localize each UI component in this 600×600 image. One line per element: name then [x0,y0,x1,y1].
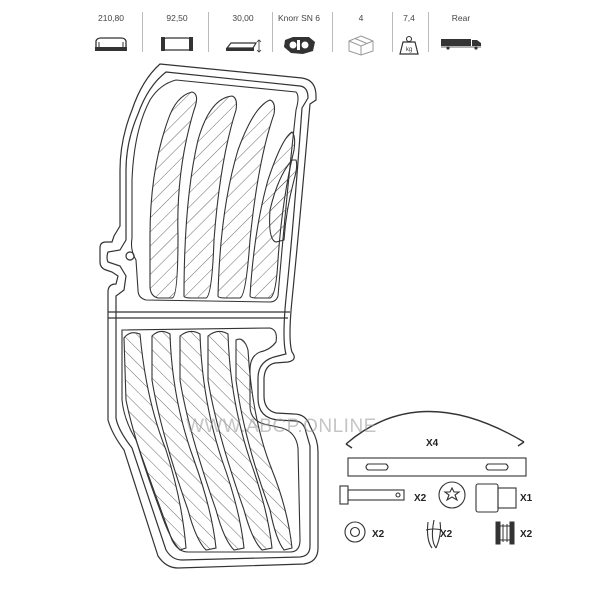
spec-height: 92,50 [146,12,208,54]
spec-weight: 7,4 kg [378,12,440,56]
spec-system-value: Knorr SN 6 [277,13,321,23]
spec-bar: 210,80 92,50 30,00 Knorr SN 6 [0,0,600,60]
upper-friction-block [130,79,299,303]
spec-axle: Rear [430,12,492,52]
pad-height-icon [161,37,193,51]
sleeve-quantity: X1 [520,493,533,504]
spec-width: 210,80 [80,12,142,54]
bolt [495,521,515,545]
watermark: WWW.ABCP.ONLINE [186,416,377,437]
clip-quantity: X2 [440,529,453,540]
spec-weight-value: 7,4 [403,13,415,23]
spec-height-value: 92,50 [166,13,188,23]
box-icon [348,35,374,56]
gear-wheel [438,481,466,509]
retaining-spring [345,410,525,449]
spec-quantity: 4 [330,12,392,56]
weight-kg-icon: kg [399,35,419,55]
pad-thickness-icon [225,39,262,53]
bolt-quantity: X2 [520,529,533,540]
backing-plate [99,63,319,569]
spec-thickness-value: 30,00 [232,13,254,23]
upper-segments [149,91,298,299]
brake-caliper-icon [284,37,315,54]
spec-system: Knorr SN 6 [268,12,330,56]
spring-quantity: X4 [426,438,439,449]
pad-width-icon [95,37,127,51]
lower-segments [123,330,293,551]
spec-quantity-value: 4 [358,13,364,23]
pin [339,485,405,505]
spec-axle-value: Rear [451,13,471,23]
spec-width-value: 210,80 [98,13,124,23]
spec-thickness: 30,00 [212,12,274,54]
washer-quantity: X2 [372,529,385,540]
retaining-bar [347,457,527,477]
washer [344,521,366,543]
pin-quantity: X2 [414,493,427,504]
weight-unit-label: kg [406,47,412,53]
spring-clip [425,519,443,549]
sleeve [475,483,517,513]
truck-icon [441,39,481,50]
